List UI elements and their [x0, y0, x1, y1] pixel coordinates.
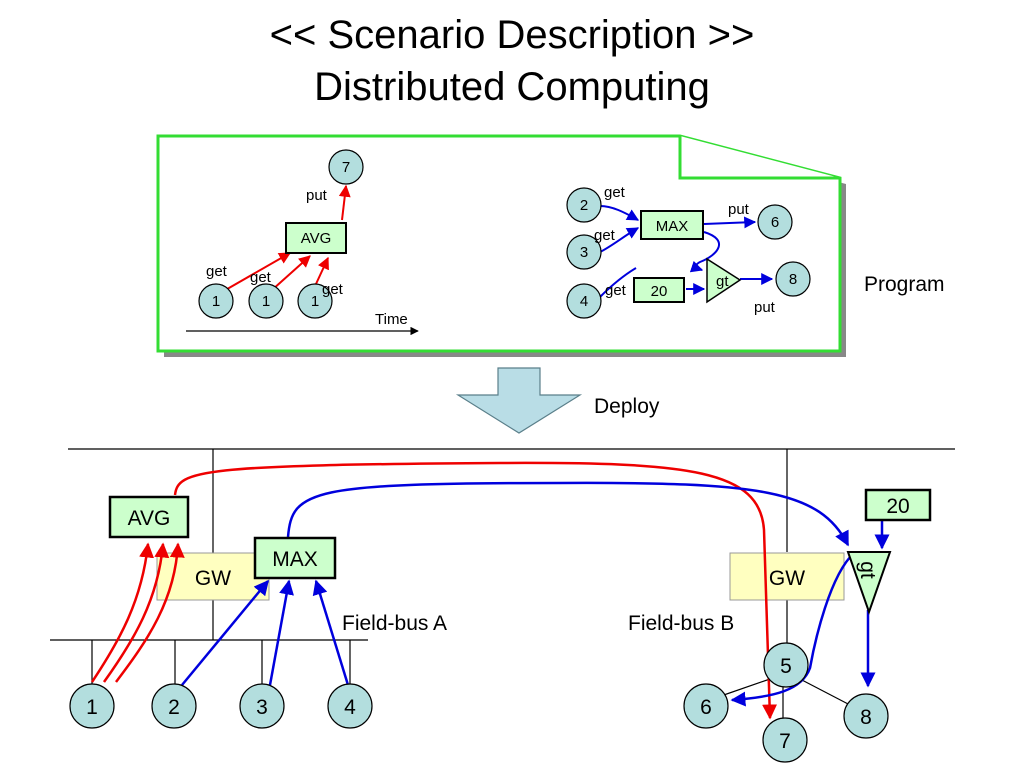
network-node-4 [327, 683, 373, 729]
network-node-2 [151, 683, 197, 729]
network-max-box [253, 536, 337, 580]
network-node-3 [239, 683, 285, 729]
program-node-7-label: 7 [342, 159, 350, 176]
network-node-1 [69, 683, 115, 729]
program-label: Program [864, 273, 945, 296]
program-const-box [633, 277, 685, 303]
network-red-arrows [90, 461, 778, 720]
network-const-label: 20 [886, 495, 909, 518]
program-node-2 [566, 187, 602, 223]
gateway-b [729, 552, 845, 601]
fieldbus-a-label: Field-bus A [342, 612, 447, 635]
network-hub-5-label: 5 [780, 655, 792, 678]
program-get-label-6: get [605, 282, 627, 299]
program-node-8 [775, 261, 811, 297]
program-get-label-2: get [250, 269, 272, 286]
deploy-label: Deploy [594, 395, 660, 418]
program-avg-arrows [221, 184, 351, 293]
program-node-4 [566, 283, 602, 319]
network-avg-label: AVG [128, 507, 171, 530]
program-node-1c [297, 283, 333, 319]
network-max-label: MAX [272, 548, 318, 571]
program-max-box [640, 210, 704, 240]
program-node-1b-label: 1 [262, 293, 270, 310]
program-node-1c-label: 1 [311, 293, 319, 310]
program-panel [156, 134, 846, 357]
gateway-a-label: GW [195, 567, 231, 590]
program-put-label-2: put [728, 201, 750, 218]
program-node-1a-label: 1 [212, 293, 220, 310]
program-node-1b [248, 283, 284, 319]
program-node-1a [198, 283, 234, 319]
gateway-b-label: GW [769, 567, 805, 590]
program-get-label-4: get [604, 184, 626, 201]
program-node-3-label: 3 [580, 244, 588, 261]
network-node-7 [762, 717, 808, 763]
program-get-label-5: get [594, 227, 616, 244]
network-node-1-label: 1 [86, 696, 98, 719]
network-node-7-label: 7 [779, 730, 791, 753]
network-node-8 [843, 693, 889, 739]
program-max-label: MAX [656, 218, 689, 235]
network-node-6 [683, 683, 729, 729]
network-node-4-label: 4 [344, 696, 356, 719]
program-node-6-label: 6 [771, 214, 779, 231]
network-node-2-label: 2 [168, 696, 180, 719]
program-avg-box [285, 222, 347, 254]
program-const-label: 20 [651, 283, 668, 300]
program-node-8-label: 8 [789, 271, 797, 288]
program-node-6 [757, 204, 793, 240]
network-gt-node [846, 551, 892, 616]
program-max-arrows [599, 205, 774, 298]
network-node-3-label: 3 [256, 696, 268, 719]
network-hub-5 [763, 642, 809, 688]
timeline-label: Time [375, 311, 408, 328]
network-gt-label: gt [856, 561, 879, 579]
program-gt-label: gt [716, 273, 729, 290]
title-line-1: << Scenario Description >> [269, 13, 755, 57]
program-node-2-label: 2 [580, 197, 588, 214]
title-line-2: Distributed Computing [314, 65, 710, 109]
program-gt-node [706, 257, 742, 304]
program-node-7 [328, 149, 364, 185]
program-avg-label: AVG [301, 230, 332, 247]
network-blue-arrows [181, 481, 890, 707]
program-get-label-3: get [322, 281, 344, 298]
program-put-label-1: put [306, 187, 328, 204]
network-const-box [864, 488, 932, 522]
network-node-8-label: 8 [860, 706, 872, 729]
network-node-6-label: 6 [700, 696, 712, 719]
deploy-arrow [455, 367, 583, 434]
program-put-label-3: put [754, 299, 776, 316]
program-node-3 [566, 234, 602, 270]
program-get-label-1: get [206, 263, 228, 280]
program-node-4-label: 4 [580, 293, 588, 310]
fieldbus-b-label: Field-bus B [628, 612, 734, 635]
network-avg-box [108, 495, 190, 539]
